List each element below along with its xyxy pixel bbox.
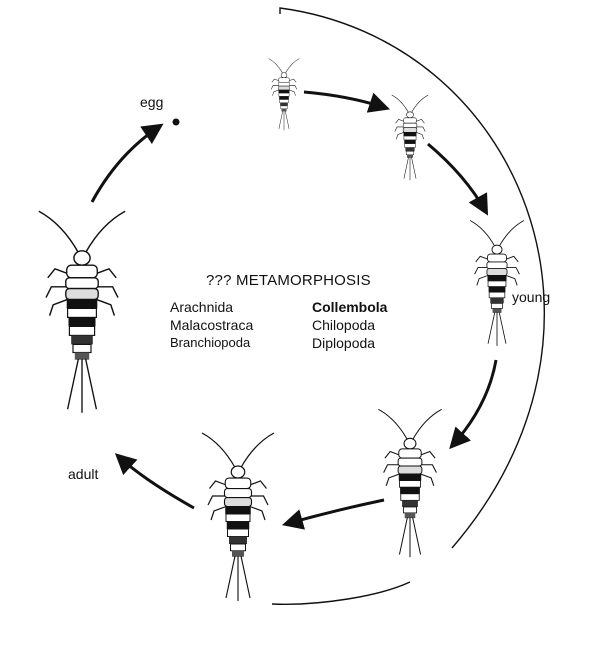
taxa-left-list: Arachnida Malacostraca Branchiopoda <box>170 298 253 352</box>
arrow-adult-to-egg <box>90 123 164 203</box>
taxa-right-list: Collembola Chilopoda Diplopoda <box>312 298 387 352</box>
arrow-older-to-subadult <box>281 498 385 530</box>
arrow-nymph-to-young <box>427 142 489 216</box>
insect-adult <box>38 210 126 414</box>
taxon-diplopoda: Diplopoda <box>312 335 376 351</box>
insect-young <box>469 220 525 347</box>
arrow-young-to-older <box>449 359 498 450</box>
taxon-chilopoda: Chilopoda <box>312 317 376 333</box>
insect-nymph <box>391 94 429 181</box>
lower-bracket-arc <box>271 581 411 605</box>
young-label: young <box>512 289 551 305</box>
taxon-arachnida: Arachnida <box>170 299 234 315</box>
egg-label: egg <box>140 94 164 110</box>
arrow-hatchling-to-nymph <box>303 90 390 113</box>
adult-label: adult <box>68 466 99 482</box>
outer-bracket-arc <box>279 7 545 549</box>
egg-dot <box>172 118 180 126</box>
insect-hatchling <box>268 58 300 131</box>
metamorphosis-title: ??? METAMORPHOSIS <box>206 272 371 289</box>
insect-older-young <box>377 408 443 558</box>
taxon-malacostraca: Malacostraca <box>170 317 254 333</box>
taxon-collembola: Collembola <box>312 299 388 315</box>
arrow-subadult-to-adult <box>114 453 195 510</box>
taxon-branchiopoda: Branchiopoda <box>170 335 251 350</box>
insect-subadult <box>201 432 275 602</box>
